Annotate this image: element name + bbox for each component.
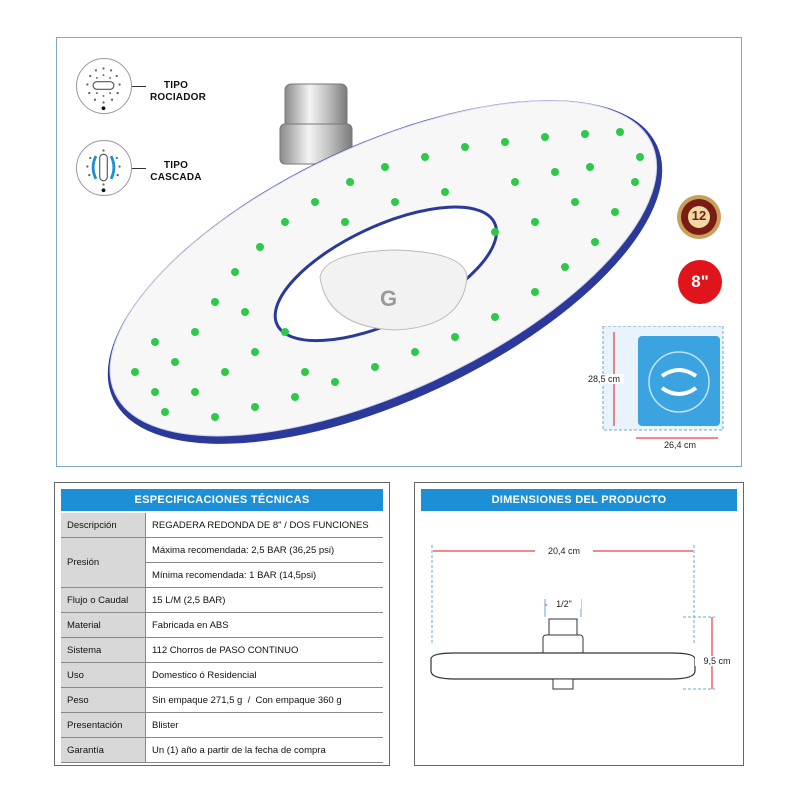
spec-value: Mínima recomendada: 1 BAR (14,5psi) (145, 562, 383, 588)
spec-value: Un (1) año a partir de la fecha de compr… (145, 737, 383, 763)
package-width-label: 26,4 cm (663, 440, 696, 450)
spray-pointer-line (132, 86, 146, 87)
spec-value: 15 L/M (2,5 BAR) (145, 587, 383, 613)
size-badge: 8" (678, 260, 722, 304)
spec-value: 112 Chorros de PASO CONTINUO (145, 637, 383, 663)
dimensions-panel: DIMENSIONES DEL PRODUCTO 20,4 cm 1/2" 9,… (414, 482, 744, 766)
nozzles (131, 128, 644, 421)
warranty-seal-icon (677, 195, 721, 239)
product-height-label: 9,5 cm (695, 656, 739, 666)
dimensions-header: DIMENSIONES DEL PRODUCTO (421, 489, 737, 511)
table-row: Flujo o Caudal 15 L/M (2,5 BAR) (61, 587, 383, 613)
spec-value: REGADERA REDONDA DE 8" / DOS FUNCIONES (145, 513, 383, 538)
package-dimension-diagram: 28,5 cm 26,4 cm (584, 325, 724, 452)
cascade-mode-icon (76, 140, 132, 196)
spec-value: Máxima recomendada: 2,5 BAR (36,25 psi) (145, 537, 383, 563)
spec-table: Descripción REGADERA REDONDA DE 8" / DOS… (61, 513, 383, 763)
spray-pattern-icon (86, 67, 121, 111)
spec-table-panel: ESPECIFICACIONES TÉCNICAS Descripción RE… (54, 482, 390, 766)
spray-mode-label: TIPO ROCIADOR (150, 80, 207, 103)
package-blister-icon (602, 325, 724, 439)
spec-value: Fabricada en ABS (145, 612, 383, 638)
table-row: Sistema 112 Chorros de PASO CONTINUO (61, 637, 383, 663)
spec-value: Blister (145, 712, 383, 738)
spec-key: Sistema (61, 637, 146, 663)
spec-key: Presentación (61, 712, 146, 738)
cascade-pattern-icon (86, 149, 121, 193)
table-row: Mínima recomendada: 1 BAR (14,5psi) (61, 562, 383, 588)
cascade-mode-label: TIPO CASCADA (150, 160, 202, 183)
spec-key: Material (61, 612, 146, 638)
table-row: Presión Máxima recomendada: 2,5 BAR (36,… (61, 537, 383, 588)
thread-size-label: 1/2" (547, 599, 581, 609)
product-width-label: 20,4 cm (535, 546, 593, 556)
table-row: Descripción REGADERA REDONDA DE 8" / DOS… (61, 513, 383, 538)
package-height-label: 28,5 cm (584, 374, 624, 384)
shower-head-image: G (107, 83, 663, 444)
warranty-number: 12 (691, 208, 707, 223)
table-row: Garantía Un (1) año a partir de la fecha… (61, 737, 383, 763)
chrome-connector (284, 83, 348, 129)
spec-key: Garantía (61, 737, 146, 763)
spec-key: Flujo o Caudal (61, 587, 146, 613)
spec-value: Domestico ó Residencial (145, 662, 383, 688)
spec-table-header: ESPECIFICACIONES TÉCNICAS (61, 489, 383, 511)
spec-key: Presión (61, 537, 146, 588)
dimension-drawing (430, 545, 715, 690)
spec-value: Sin empaque 271,5 g / Con empaque 360 g (145, 687, 383, 713)
spray-mode-icon (76, 58, 132, 114)
center-knob (319, 249, 468, 331)
table-row: Uso Domestico ó Residencial (61, 662, 383, 688)
table-row: Peso Sin empaque 271,5 g / Con empaque 3… (61, 687, 383, 713)
spec-key: Peso (61, 687, 146, 713)
brand-logo: G (380, 286, 397, 311)
spec-key: Uso (61, 662, 146, 688)
cascade-pointer-line (132, 168, 146, 169)
table-row: Presentación Blister (61, 712, 383, 738)
table-row: Material Fabricada en ABS (61, 612, 383, 638)
spec-key: Descripción (61, 513, 146, 538)
warranty-badge: 12 (676, 194, 722, 240)
